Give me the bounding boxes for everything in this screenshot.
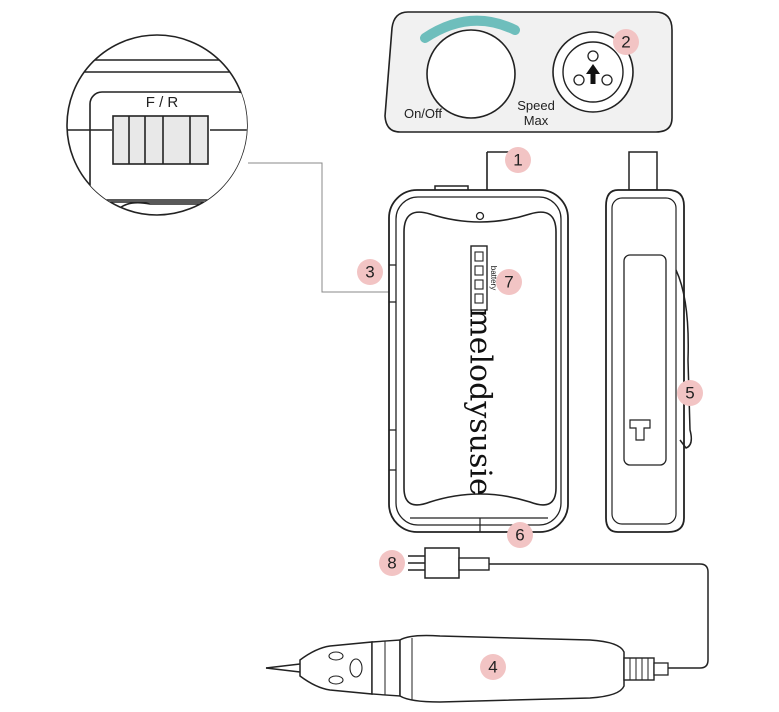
- indicator-light: [475, 211, 485, 221]
- handpiece[interactable]: [265, 634, 669, 703]
- speed-label: Speed: [517, 98, 555, 113]
- battery-indicator: battery: [470, 245, 498, 311]
- handpiece-plug[interactable]: [408, 547, 490, 579]
- device-side: [605, 151, 693, 533]
- up-arrow-icon: [586, 64, 600, 84]
- callout-6-text: 6: [515, 526, 524, 545]
- callout-5-text: 5: [685, 384, 694, 403]
- callout-4-text: 4: [488, 658, 497, 677]
- speed-max-label: Max: [524, 113, 549, 128]
- cable: [489, 563, 709, 669]
- callout-8-text: 8: [387, 554, 396, 573]
- switch-leader-line: [248, 162, 395, 293]
- callout-3-text: 3: [365, 263, 374, 282]
- callout-8: 8: [379, 550, 405, 576]
- switch-label: F / R: [146, 94, 179, 111]
- callout-4: 4: [480, 654, 506, 680]
- callout-2: 2: [613, 29, 639, 55]
- callout-3: 3: [357, 259, 383, 285]
- brand-logo: melodysusie: [463, 308, 498, 495]
- callout-1: 1: [505, 147, 531, 173]
- callout-2-text: 2: [621, 33, 630, 52]
- callout-1-text: 1: [513, 151, 522, 170]
- device-front: battery melodysusie: [388, 151, 569, 533]
- control-panel: On/Off Speed Max: [384, 11, 673, 133]
- power-label: On/Off: [404, 106, 442, 121]
- callout-7: 7: [496, 269, 522, 295]
- power-dial-knob[interactable]: [420, 15, 520, 119]
- handpiece-socket[interactable]: [552, 31, 634, 113]
- callout-5: 5: [677, 380, 703, 406]
- battery-label: battery: [489, 266, 498, 290]
- callout-7-text: 7: [504, 273, 513, 292]
- switch-detail: F / R: [66, 34, 248, 216]
- belt-clip[interactable]: [675, 269, 693, 449]
- callout-6: 6: [507, 522, 533, 548]
